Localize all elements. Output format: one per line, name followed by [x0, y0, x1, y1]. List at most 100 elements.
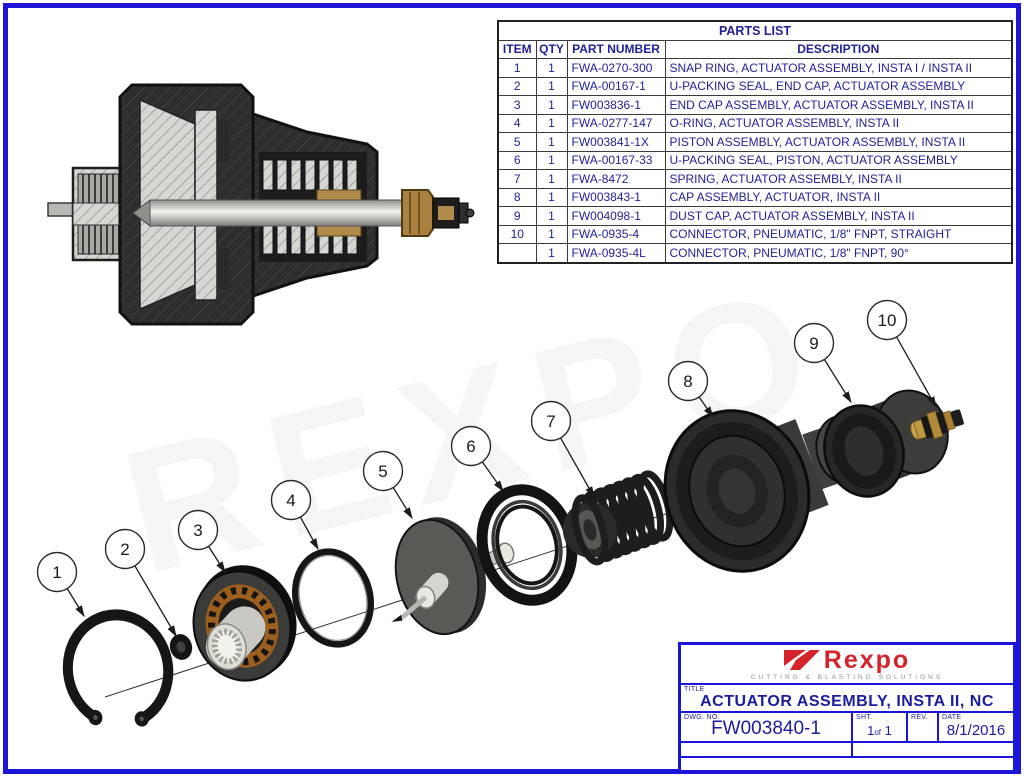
sheet-cell: SHT. 1of 1 [853, 713, 908, 741]
cell: U-PACKING SEAL, END CAP, ACTUATOR ASSEMB… [664, 76, 1013, 96]
connector-part [910, 409, 964, 440]
date-value: 8/1/2016 [946, 722, 1006, 739]
leader-line [560, 437, 595, 499]
spring-section [262, 159, 362, 255]
balloon-7 [530, 400, 572, 442]
sheet-current: 1 [867, 723, 875, 738]
leader-line [698, 396, 714, 419]
balloon-6 [450, 425, 492, 467]
dwg-no-value: FW003840-1 [711, 718, 821, 739]
snap-ring-part [62, 609, 174, 727]
col-header-qty: QTY [535, 39, 568, 59]
cell: 1 [535, 95, 568, 115]
cell: 2 [497, 76, 537, 96]
balloon-number: 10 [878, 311, 897, 330]
balloon-number: 3 [193, 521, 202, 540]
cell: 6 [497, 150, 537, 170]
sheet-label: SHT. [856, 714, 873, 721]
date-label: DATE [942, 714, 962, 721]
end-cap-assembly-part [192, 565, 297, 682]
cell: U-PACKING SEAL, PISTON, ACTUATOR ASSEMBL… [664, 150, 1013, 170]
cell: DUST CAP, ACTUATOR ASSEMBLY, INSTA II [664, 206, 1013, 226]
leader-line [134, 565, 177, 638]
cell: CONNECTOR, PNEUMATIC, 1/8" FNPT, STRAIGH… [664, 224, 1013, 244]
cell: FW003841-1X [566, 132, 666, 152]
cell: SPRING, ACTUATOR ASSEMBLY, INSTA II [664, 169, 1013, 189]
sheet-word: of [874, 728, 882, 737]
balloon-number: 2 [120, 540, 129, 559]
balloon-number: 1 [52, 563, 61, 582]
cell: 1 [535, 132, 568, 152]
cell: FW003836-1 [566, 95, 666, 115]
cell: PISTON ASSEMBLY, ACTUATOR ASSEMBLY, INST… [664, 132, 1013, 152]
cell: FWA-00167-1 [566, 76, 666, 96]
cell [497, 243, 537, 263]
cell: O-RING, ACTUATOR ASSEMBLY, INSTA II [664, 113, 1013, 133]
cell: 10 [497, 224, 537, 244]
cell: SNAP RING, ACTUATOR ASSEMBLY, INSTA I / … [664, 58, 1013, 78]
cell: 1 [497, 58, 537, 78]
sheet-total: 1 [884, 723, 892, 738]
col-header-description: DESCRIPTION [664, 39, 1013, 59]
blank-cell-left [681, 743, 853, 756]
cell: 1 [535, 150, 568, 170]
dwg-no-label: DWG. NO. [684, 714, 720, 721]
balloon-number: 9 [809, 334, 818, 353]
balloon-number: 8 [683, 372, 692, 391]
title-cell: TITLE ACTUATOR ASSEMBLY, INSTA II, NC [681, 685, 1013, 713]
logo-cell: Rexpo CUTTING & BLASTING SOLUTIONS [681, 645, 1013, 685]
leader-line [207, 546, 226, 574]
spring-part [562, 470, 674, 566]
balloon-number: 5 [378, 462, 387, 481]
cell: FWA-8472 [566, 169, 666, 189]
title-label: TITLE [684, 686, 705, 693]
balloon-5 [362, 450, 404, 492]
date-cell: DATE 8/1/2016 [939, 713, 1013, 741]
drawing-title: ACTUATOR ASSEMBLY, INSTA II, NC [700, 693, 994, 710]
cap-assembly-part [663, 409, 877, 573]
cell: 1 [535, 206, 568, 226]
cell: 1 [535, 243, 568, 263]
rev-cell: REV. [908, 713, 939, 741]
o-ring-part [291, 548, 375, 648]
balloon-2 [104, 528, 146, 570]
balloon-4 [270, 479, 312, 521]
cell: FWA-0935-4 [566, 224, 666, 244]
cell: CAP ASSEMBLY, ACTUATOR, INSTA II [664, 187, 1013, 207]
cell: 9 [497, 206, 537, 226]
balloon-number: 4 [286, 491, 295, 510]
parts-list-table: PARTS LIST ITEM QTY PART NUMBER DESCRIPT… [497, 20, 1013, 264]
cell: 8 [497, 187, 537, 207]
cell: 1 [535, 187, 568, 207]
balloon-number: 7 [546, 412, 555, 431]
leader-line [66, 588, 85, 618]
leader-line [299, 516, 319, 551]
rev-label: REV. [911, 714, 928, 721]
balloon-3 [177, 509, 219, 551]
cell: 1 [535, 169, 568, 189]
col-header-part-number: PART NUMBER [566, 39, 666, 59]
balloon-10 [866, 299, 908, 341]
cell: 1 [535, 58, 568, 78]
balloon-1 [36, 551, 78, 593]
end-cap-seal-part [169, 634, 193, 660]
leader-line [896, 336, 937, 409]
cell: 7 [497, 169, 537, 189]
title-block: Rexpo CUTTING & BLASTING SOLUTIONS TITLE… [678, 642, 1016, 773]
balloon-number: 6 [466, 437, 475, 456]
cell: 4 [497, 113, 537, 133]
cell: 1 [535, 76, 568, 96]
cell: FWA-0277-147 [566, 113, 666, 133]
